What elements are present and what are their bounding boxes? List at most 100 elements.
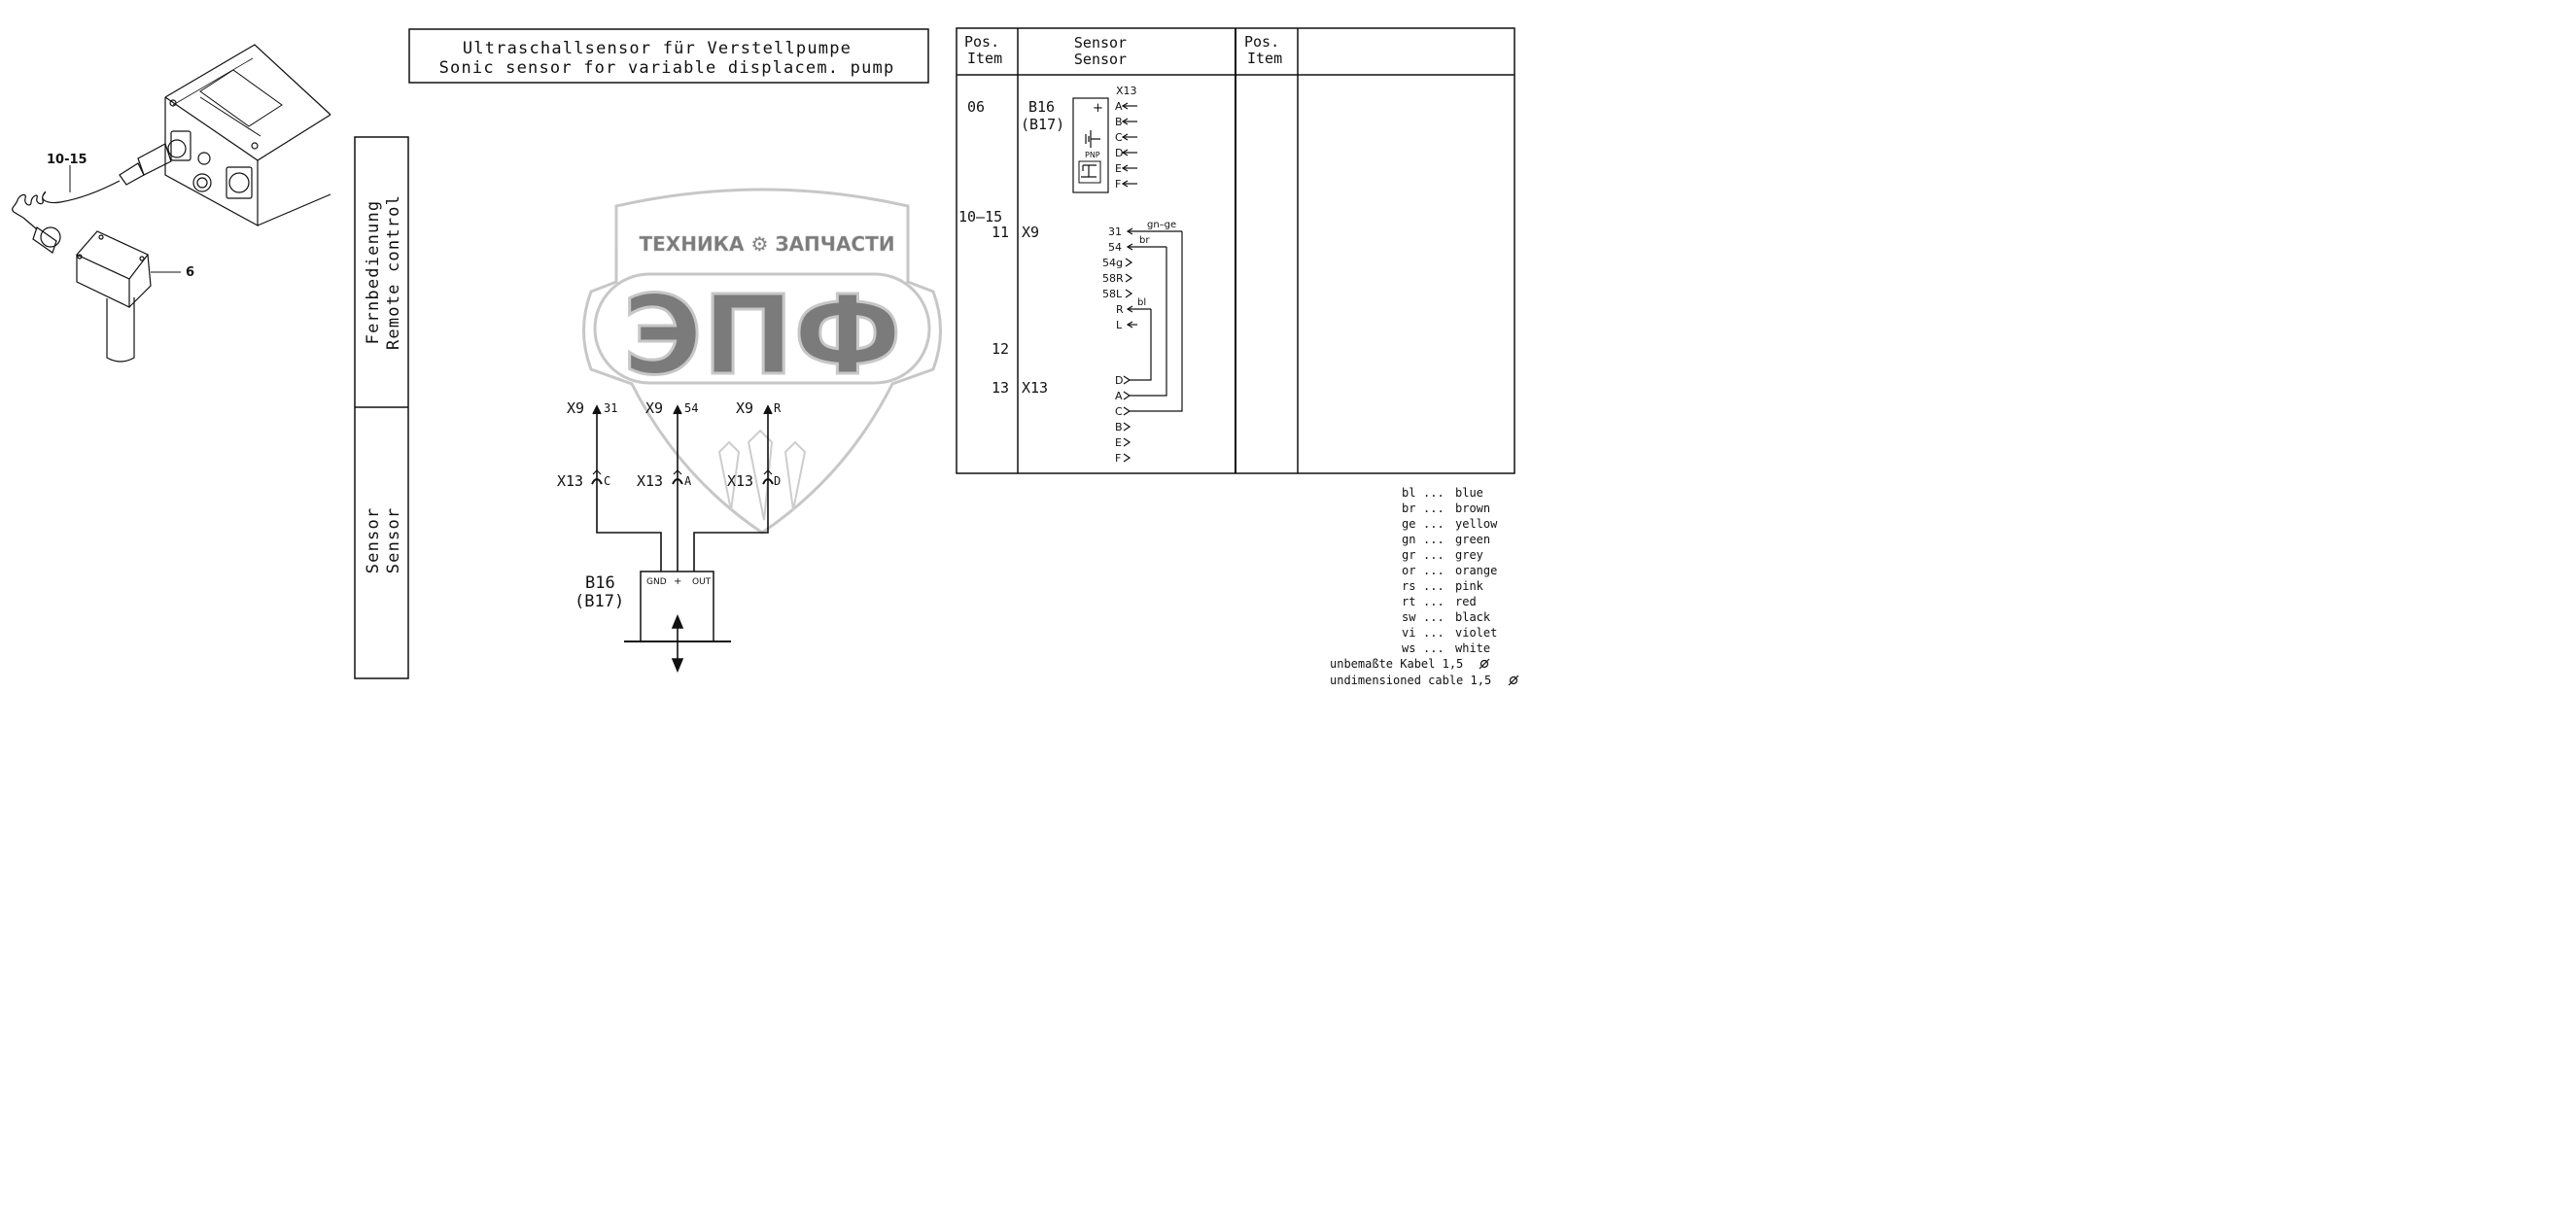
x13-pin-D: D <box>1115 374 1123 387</box>
table-connector-labels: 31 54 54g 58R 58L R L gn–ge br bl D A C … <box>1102 220 1176 465</box>
svg-text:rt: rt <box>1402 595 1415 608</box>
table-sensor-symbol <box>1072 97 1137 193</box>
svg-text:white: white <box>1455 641 1490 655</box>
component-illustration <box>12 44 331 363</box>
svg-text:...: ... <box>1423 486 1445 500</box>
row-label-b16: B16 <box>1028 98 1055 116</box>
svg-text:red: red <box>1455 595 1477 608</box>
sensor-pin-D: D <box>1115 147 1123 159</box>
diameter-icon <box>1479 658 1519 686</box>
side-label-box: Fernbedienung Remote control Sensor Sens… <box>354 136 409 679</box>
legend-cable-de: unbemaßte Kabel 1,5 <box>1330 657 1463 671</box>
legend-item: rt... red <box>1402 595 1477 608</box>
x13-pin-B: B <box>1115 421 1123 433</box>
svg-text:orange: orange <box>1455 564 1497 577</box>
x13-pin-A: A <box>1115 390 1123 402</box>
watermark-logo-text: ЭПФ <box>623 273 902 399</box>
title-german: Ultraschallsensor für Verstellpumpe <box>463 39 852 58</box>
svg-text:...: ... <box>1423 579 1445 593</box>
wire-color-R: bl <box>1137 297 1146 308</box>
svg-text:ws: ws <box>1402 641 1415 655</box>
svg-text:...: ... <box>1423 595 1445 608</box>
wire-color-54: br <box>1139 235 1150 246</box>
svg-text:yellow: yellow <box>1455 517 1498 531</box>
svg-text:sw: sw <box>1402 610 1416 624</box>
svg-text:br: br <box>1402 502 1415 515</box>
x13-pin-E: E <box>1115 436 1122 449</box>
wire2-pin-mid: A <box>684 474 692 488</box>
legend-item: sw... black <box>1402 610 1491 624</box>
svg-text:bl: bl <box>1402 486 1415 500</box>
sensor-connector-name: X13 <box>1116 85 1137 97</box>
svg-text:...: ... <box>1423 548 1445 562</box>
svg-text:or: or <box>1402 564 1415 577</box>
callout-sensor: 6 <box>186 265 194 280</box>
side-label-sensor-en: Sensor <box>384 507 403 574</box>
header-sensor-de: Sensor <box>1074 34 1127 52</box>
color-legend: bl...blue br...brown ge...yellow gn...gr… <box>1330 486 1519 687</box>
svg-text:gr: gr <box>1402 548 1415 562</box>
header-item-2: Item <box>1247 50 1282 67</box>
header-item: Item <box>967 50 1002 67</box>
watermark: ТЕХНИКА ⚙ ЗАПЧАСТИ ЭПФ <box>582 188 942 535</box>
legend-item: br... brown <box>1402 502 1490 515</box>
wire2-pin-top: 54 <box>684 401 698 415</box>
legend-item: gr...grey <box>1402 548 1483 562</box>
row-pos-10-15: 10–15 <box>958 208 1002 225</box>
svg-text:blue: blue <box>1455 486 1483 500</box>
x9-pin-R: R <box>1116 303 1124 316</box>
svg-text:...: ... <box>1423 564 1445 577</box>
wire2-connector-mid: X13 <box>637 472 663 490</box>
header-sensor-en: Sensor <box>1074 51 1127 68</box>
wiring-labels: X9 31 X9 54 X9 R X13 C X13 A X13 D GND +… <box>557 399 782 611</box>
svg-text:...: ... <box>1423 626 1445 640</box>
wire1-connector-top: X9 <box>567 399 584 417</box>
svg-text:vi: vi <box>1402 626 1415 640</box>
legend-item: bl... blue <box>1402 486 1483 500</box>
legend-item: ws... white <box>1402 641 1490 655</box>
x9-pin-L: L <box>1116 319 1123 331</box>
wire3-pin-mid: D <box>774 474 781 488</box>
svg-text:black: black <box>1455 610 1491 624</box>
legend-item: gn...green <box>1402 533 1490 546</box>
row-pos-12: 12 <box>992 340 1009 358</box>
sensor-pin-out: OUT <box>692 577 712 587</box>
sensor-plus-sign: + <box>1093 101 1103 116</box>
header-pos: Pos. <box>964 33 999 51</box>
header-pos-2: Pos. <box>1244 33 1279 51</box>
table-rows: 06 B16 (B17) 10–15 11 X9 12 13 X13 <box>958 98 1064 397</box>
x13-pin-F: F <box>1115 452 1121 465</box>
callout-cable: 10-15 <box>47 153 87 167</box>
row-pos-13: 13 <box>992 379 1009 397</box>
x9-pin-54: 54 <box>1108 241 1122 254</box>
sensor-pin-B: B <box>1115 116 1123 128</box>
legend-item: vi...violet <box>1402 626 1497 640</box>
row-label-b17: (B17) <box>1021 116 1064 133</box>
wire3-connector-top: X9 <box>736 399 753 417</box>
x9-pin-54g: 54g <box>1102 257 1123 269</box>
sensor-box-alt: (B17) <box>574 592 624 611</box>
wire2-connector-top: X9 <box>645 399 663 417</box>
sensor-pnp-label: PNP <box>1085 151 1100 159</box>
table-connector-wiring <box>1123 227 1183 463</box>
table-sensor-labels: X13 + PNP A B C D E F <box>1085 85 1137 190</box>
wire-color-31: gn–ge <box>1147 220 1176 230</box>
wiring-diagram-canvas: ТЕХНИКА ⚙ ЗАПЧАСТИ ЭПФ Ultraschallsensor… <box>12 27 1519 687</box>
row-label-x9: X9 <box>1022 224 1039 241</box>
sensor-box-name: B16 <box>585 573 615 593</box>
side-label-remote-en: Remote control <box>384 194 403 350</box>
sensor-pin-gnd: GND <box>646 577 667 587</box>
svg-text:pink: pink <box>1455 579 1484 593</box>
svg-text:...: ... <box>1423 502 1445 515</box>
side-label-remote-de: Fernbedienung <box>364 200 383 345</box>
svg-text:...: ... <box>1423 533 1445 546</box>
legend-item: rs...pink <box>1402 579 1484 593</box>
sensor-pin-plus: + <box>674 576 681 587</box>
x13-pin-C: C <box>1115 405 1123 418</box>
wire3-pin-top: R <box>774 401 782 415</box>
svg-text:...: ... <box>1423 610 1445 624</box>
wire1-pin-top: 31 <box>604 401 617 415</box>
row-pos-11: 11 <box>992 224 1009 241</box>
svg-text:...: ... <box>1423 641 1445 655</box>
svg-text:brown: brown <box>1455 502 1490 515</box>
